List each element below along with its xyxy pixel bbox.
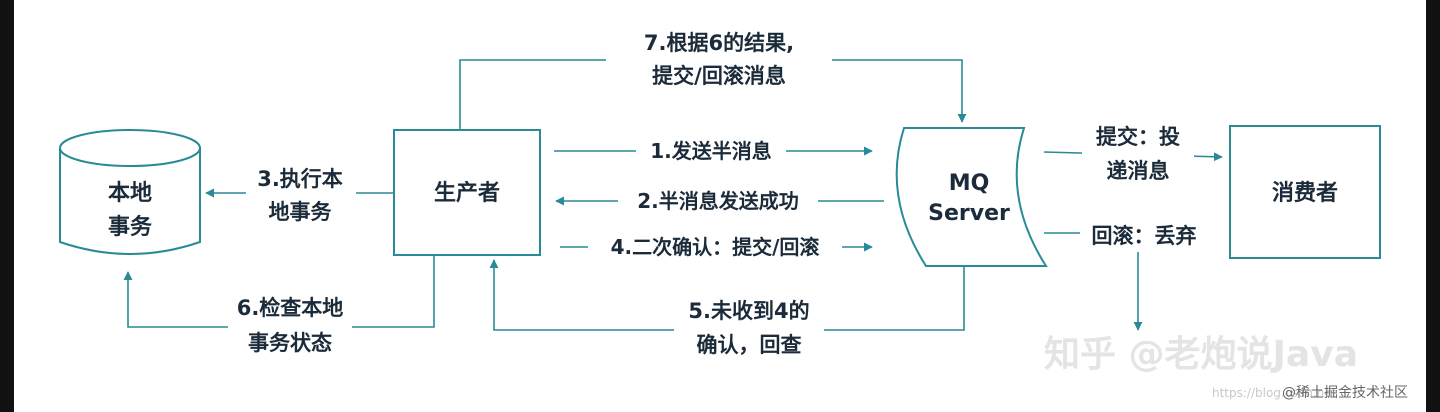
- mq-server-node: MQ Server: [895, 127, 1048, 267]
- step7-label-line2: 提交/回滚消息: [652, 64, 786, 88]
- step1-label: 1.发送半消息: [650, 139, 772, 163]
- step6-label-line2: 事务状态: [248, 331, 332, 355]
- step7-label-line1: 7.根据6的结果,: [644, 31, 794, 55]
- mq-server-label-line1: MQ: [949, 171, 990, 196]
- step3-label-line2: 地事务: [269, 200, 333, 224]
- juejin-watermark: @稀土掘金技术社区: [1282, 385, 1408, 401]
- commit-label-line1: 提交：投: [1096, 125, 1180, 149]
- step6-label-line1: 6.检查本地: [237, 296, 344, 320]
- local-tx-label-line2: 事务: [108, 214, 153, 240]
- mq-server-label-line2: Server: [928, 201, 1010, 226]
- rollback-label: 回滚：丢弃: [1092, 224, 1197, 248]
- local-tx-label-line1: 本地: [108, 181, 152, 206]
- step4-label: 4.二次确认：提交/回滚: [611, 235, 821, 259]
- zhihu-watermark: 知乎 @老炮说Java: [1044, 334, 1358, 375]
- commit-label-line2: 递消息: [1107, 159, 1170, 183]
- step5-label-line1: 5.未收到4的: [688, 299, 809, 323]
- consumer-node: 消费者: [1229, 125, 1381, 259]
- blog-watermark: https://blog.csdn.net: [1212, 386, 1337, 400]
- producer-label: 生产者: [434, 181, 500, 206]
- local-transaction-node: 本地 事务: [59, 129, 201, 255]
- flow-diagram: 本地 事务 生产者 MQ Server 消费者 7.根据6的结果, 提交/回滚消…: [59, 20, 1408, 401]
- step2-label: 2.半消息发送成功: [637, 189, 799, 213]
- diagram-canvas: 本地 事务 生产者 MQ Server 消费者 7.根据6的结果, 提交/回滚消…: [14, 0, 1426, 412]
- step5-label-line2: 确认，回查: [697, 333, 802, 357]
- producer-node: 生产者: [393, 129, 541, 256]
- consumer-label: 消费者: [1272, 181, 1338, 206]
- step3-label-line1: 3.执行本: [257, 167, 343, 191]
